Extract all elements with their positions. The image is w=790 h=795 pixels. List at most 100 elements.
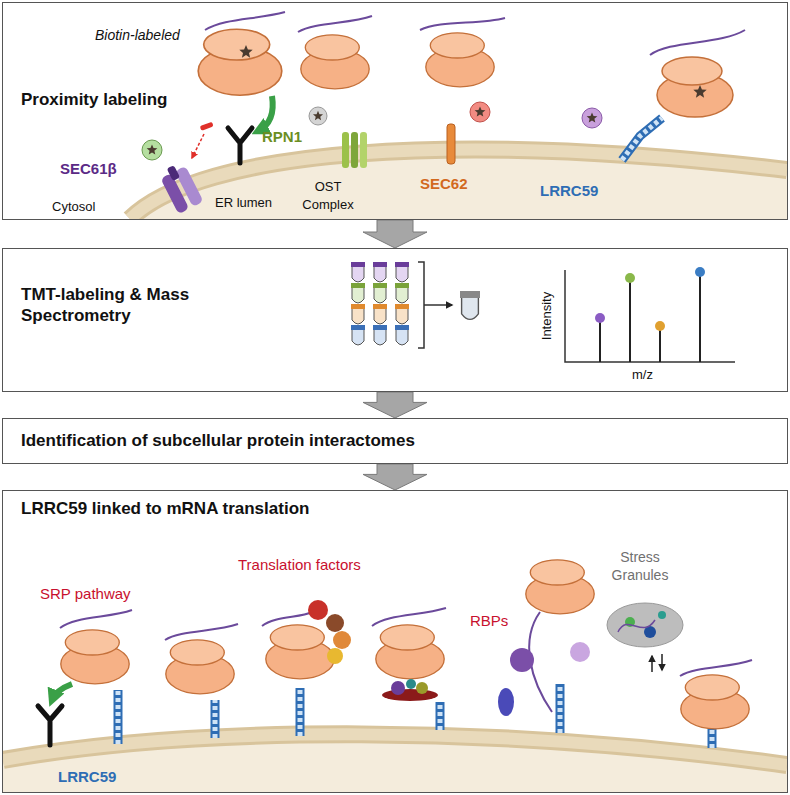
ribosome: [426, 33, 494, 87]
ribosome: [526, 560, 594, 614]
stress-granule: [607, 603, 683, 672]
ost-complex: [342, 132, 349, 168]
process-label: RBPs: [470, 612, 508, 630]
sec61-translocon: [147, 144, 158, 154]
translation-factors: [333, 631, 351, 649]
stress-granule: [651, 656, 653, 672]
ost-complex: [309, 107, 327, 125]
lrrc59-protein: [438, 702, 443, 730]
tmt-tubes: [374, 308, 386, 324]
translation-factors: [382, 689, 438, 701]
ribosome: [693, 85, 706, 98]
block-arrow: [363, 464, 427, 490]
tmt-tubes: [352, 329, 364, 345]
tmt-tubes: [351, 304, 365, 309]
ribosome: [60, 610, 132, 628]
ribosome: [198, 12, 745, 117]
axis-label: Intensity: [538, 276, 556, 356]
lrrc59-protein: [114, 690, 123, 744]
tmt-tubes: [352, 287, 364, 303]
sec61-translocon: [192, 134, 204, 158]
tmt-tubes: [395, 325, 409, 330]
stress-granule: [661, 654, 663, 670]
compartment-label: Cytosol: [52, 198, 95, 216]
sec62-protein: [470, 102, 490, 122]
mass-spectrum: [595, 313, 605, 323]
lrrc59-protein: [436, 702, 445, 730]
ribosome: [681, 675, 749, 729]
biotin-label: Biotin-labeled: [95, 26, 180, 44]
panel-heading: TMT-labeling & Mass Spectrometry: [21, 284, 231, 326]
tmt-tubes: [374, 329, 386, 345]
lrrc59-protein: [298, 688, 303, 736]
lrrc59-protein: [708, 728, 717, 748]
tmt-tubes: [395, 262, 409, 267]
srp-receptor: [228, 128, 252, 163]
srp-receptor: [228, 96, 273, 163]
lrrc59-protein: [710, 728, 715, 748]
sec62-protein: [475, 106, 486, 116]
lrrc59-protein: [116, 690, 121, 744]
translation-factors: [326, 614, 344, 632]
ribosome: [376, 625, 444, 679]
mass-spectrum: [565, 270, 735, 362]
ost-complex: [309, 107, 367, 168]
tmt-tubes: [430, 304, 452, 306]
translation-factors: [327, 648, 343, 664]
protein-label: LRRC59: [540, 182, 598, 200]
tmt-tubes: [395, 283, 409, 288]
axis-label: m/z: [632, 366, 653, 384]
tmt-tubes: [352, 266, 364, 282]
mass-spectrum: [600, 276, 700, 362]
ribosome: [420, 18, 505, 30]
tmt-tubes: [396, 266, 408, 282]
ost-complex: [351, 132, 358, 168]
mass-spectrum: [695, 267, 705, 277]
rna-binding-proteins: [510, 648, 534, 672]
tmt-tubes: [396, 308, 408, 324]
srp-receptor: [52, 684, 72, 700]
ribosome: [205, 12, 285, 30]
rna-binding-proteins: [570, 642, 590, 662]
panel-band: Identification of subcellular protein in…: [2, 418, 788, 464]
tmt-tubes: [396, 329, 408, 345]
ribosome: [372, 608, 446, 626]
tmt-tubes: [374, 266, 386, 282]
panel-band: LRRC59 linked to mRNA translation: [2, 490, 788, 793]
er-membrane-top: [130, 150, 787, 219]
tmt-tubes: [373, 304, 387, 309]
sec61-translocon: [167, 165, 180, 181]
ribosome: [262, 612, 312, 626]
lrrc59-protein: [558, 684, 563, 733]
protein-label: LRRC59: [58, 768, 116, 786]
process-label: Translation factors: [238, 556, 361, 574]
lrrc59-protein: [296, 688, 305, 736]
stress-granule: [607, 603, 683, 647]
rna-binding-proteins: [498, 642, 590, 716]
mass-spectrum: [565, 267, 735, 362]
sec61-translocon: [142, 140, 162, 160]
sec62-protein: [447, 124, 455, 164]
srp-receptor: [38, 684, 72, 745]
tmt-tubes: [351, 262, 365, 267]
granule-label: Stress Granules: [600, 548, 680, 584]
tmt-tubes: [396, 287, 408, 303]
lrrc59-protein: [556, 684, 565, 733]
er-membrane-top: [130, 150, 787, 219]
protein-label: SEC61β: [60, 160, 117, 178]
block-arrow: [363, 392, 427, 418]
ribosome: [298, 16, 372, 32]
lrrc59-protein: [211, 700, 220, 738]
block-arrow: [363, 220, 427, 248]
tmt-tubes: [462, 297, 479, 319]
tmt-tubes: [460, 291, 480, 298]
translation-factors: [406, 679, 416, 689]
panel-heading: LRRC59 linked to mRNA translation: [21, 498, 641, 519]
ribosome: [60, 560, 752, 729]
panel-heading: Proximity labeling: [21, 89, 221, 110]
ribosome: [650, 30, 745, 55]
